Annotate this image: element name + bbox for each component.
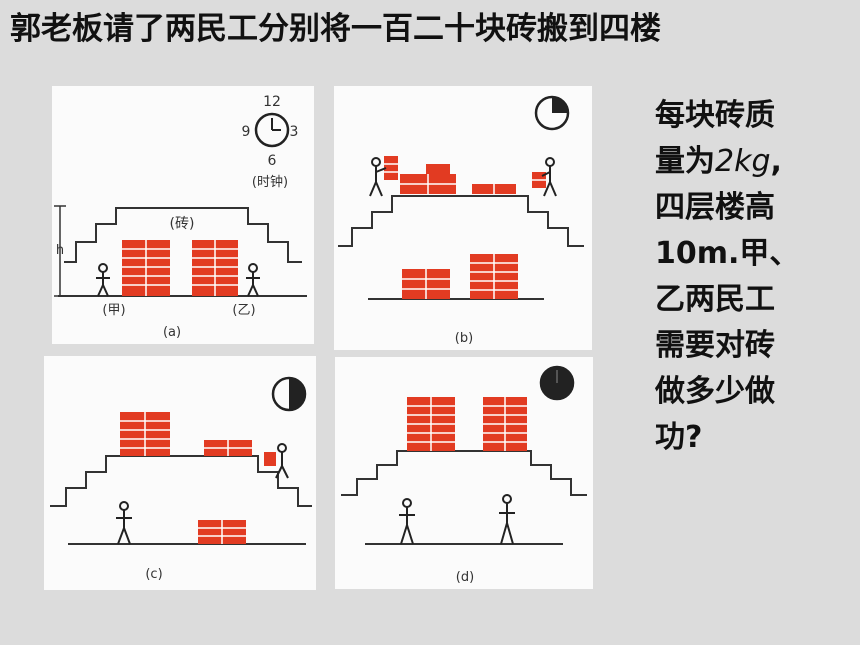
building-outline — [338, 195, 584, 247]
clock-9-label: 9 — [242, 124, 251, 140]
problem-line-5: 乙两民工 — [655, 282, 775, 317]
brick-stack-ground-left — [402, 269, 450, 299]
brick-stack-top-right — [483, 397, 527, 451]
brick-label: (砖) — [170, 216, 195, 232]
problem-statement: 每块砖质 量为2kg, 四层楼高 10m.甲、 乙两民工 需要对砖 做多少做 功… — [655, 93, 855, 461]
clock-half-icon — [271, 376, 307, 412]
worker-yi-figure — [499, 494, 515, 545]
clock-12-label: 12 — [263, 94, 281, 110]
panel-c: (c) — [44, 356, 316, 590]
clock-icon — [254, 112, 290, 148]
slide-title: 郭老板请了两民工分别将一百二十块砖搬到四楼 — [10, 11, 661, 47]
worker-yi-figure — [275, 443, 289, 479]
brick-stack-right — [192, 240, 238, 296]
clock-3-label: 3 — [290, 124, 299, 140]
problem-line-2: 量为2kg, — [655, 139, 855, 185]
panel-c-caption: (c) — [145, 567, 162, 582]
panel-d-illustration: (d) — [341, 365, 587, 585]
panel-a-caption: (a) — [163, 325, 181, 340]
panel-b-caption: (b) — [455, 331, 473, 346]
building-outline — [341, 450, 587, 496]
panel-b-illustration: (b) — [338, 95, 584, 346]
panel-d-caption: (d) — [456, 570, 474, 585]
clock-quarter-icon — [534, 95, 570, 131]
brick-stack-ground-right — [470, 254, 518, 299]
worker-yi-figure — [246, 263, 260, 297]
brick-stack-left — [122, 240, 170, 296]
building-outline — [50, 455, 312, 507]
problem-line-4: 10m.甲、 — [655, 236, 800, 271]
problem-line-7: 做多少做 — [655, 374, 775, 409]
carried-bricks-left — [384, 156, 398, 180]
panel-a: 12 3 6 9 (时钟) h (砖) — [52, 86, 314, 344]
worker-jia-label: (甲) — [102, 303, 125, 318]
panel-b: (b) — [334, 86, 592, 350]
worker-jia-figure — [96, 263, 110, 297]
clock-6-label: 6 — [268, 153, 277, 169]
mass-value: 2kg — [715, 144, 771, 179]
brick-stack-top-right — [472, 184, 516, 194]
brick-stack-ground — [198, 520, 246, 544]
worker-jia-figure — [116, 501, 132, 545]
height-marker — [54, 205, 66, 297]
panel-d: (d) — [335, 357, 593, 589]
problem-line-6: 需要对砖 — [655, 328, 775, 363]
worker-yi-figure — [541, 157, 557, 197]
problem-line-3: 四层楼高 — [655, 190, 775, 225]
brick-stack-top-left — [400, 164, 456, 194]
worker-jia-figure — [369, 157, 387, 197]
building-outline — [64, 207, 302, 263]
mass-suffix: , — [770, 144, 782, 179]
problem-line-1: 每块砖质 — [655, 98, 775, 133]
mass-prefix: 量为 — [655, 144, 715, 179]
panel-a-illustration: 12 3 6 9 (时钟) h (砖) — [54, 94, 307, 340]
problem-line-8: 功? — [655, 420, 703, 455]
clock-caption: (时钟) — [252, 174, 288, 190]
brick-stack-top-small — [204, 440, 252, 456]
carried-bricks-right — [264, 452, 276, 466]
height-label: h — [56, 243, 64, 258]
worker-yi-label: (乙) — [232, 303, 255, 318]
brick-stack-top-left — [407, 397, 455, 451]
panel-c-illustration: (c) — [50, 376, 312, 582]
worker-jia-figure — [399, 498, 415, 545]
clock-full-icon — [539, 365, 575, 401]
brick-stack-top-large — [120, 412, 170, 456]
